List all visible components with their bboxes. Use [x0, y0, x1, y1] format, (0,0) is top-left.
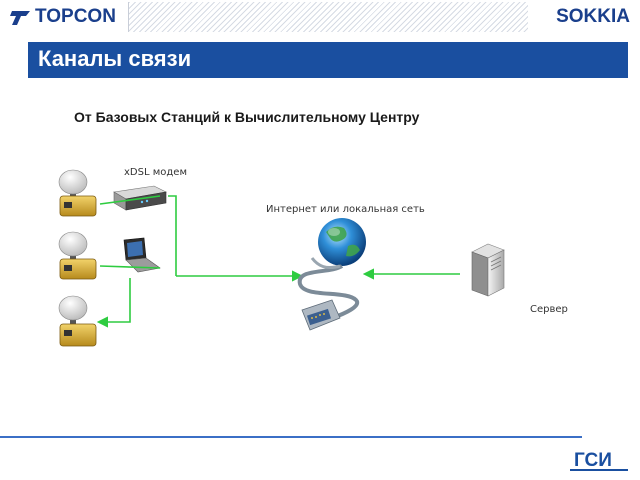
topcon-logo-text: TOPCON: [35, 6, 116, 27]
link-laptop-receiver3: [96, 278, 131, 328]
title-bar: Каналы связи: [28, 42, 628, 78]
network-cable-icon: [297, 257, 360, 331]
sokkia-logo-text: SOKKIA: [556, 6, 630, 27]
header-hatch-pattern: [128, 2, 528, 32]
internet-label: Интернет или локальная сеть: [266, 204, 425, 215]
page-title: Каналы связи: [38, 46, 192, 71]
modem-label: xDSL модем: [124, 167, 187, 178]
gsi-logo: ГСИ: [570, 446, 628, 472]
gnss-receiver-icon: [58, 295, 97, 347]
server-label: Сервер: [530, 304, 568, 315]
link-modem-network: [168, 195, 177, 276]
gnss-receiver-icon: [58, 169, 97, 217]
sokkia-logo: SOKKIA: [556, 6, 630, 28]
connection-lines: [96, 195, 460, 328]
gnss-receiver-icon: [58, 231, 97, 280]
topcon-mark-icon: [10, 11, 30, 25]
footer-line: [0, 436, 582, 438]
server-icon: [471, 243, 505, 297]
diagram-subtitle: От Базовых Станций к Вычислительному Цен…: [74, 109, 420, 125]
topcon-logo: TOPCON: [10, 6, 116, 28]
gsi-logo-text: ГСИ: [574, 450, 612, 471]
header-bar: TOPCON SOKKIA: [0, 0, 640, 34]
link-receiver1-modem: [99, 195, 161, 205]
globe-icon: [318, 218, 366, 266]
link-receiver2-laptop: [99, 265, 161, 269]
